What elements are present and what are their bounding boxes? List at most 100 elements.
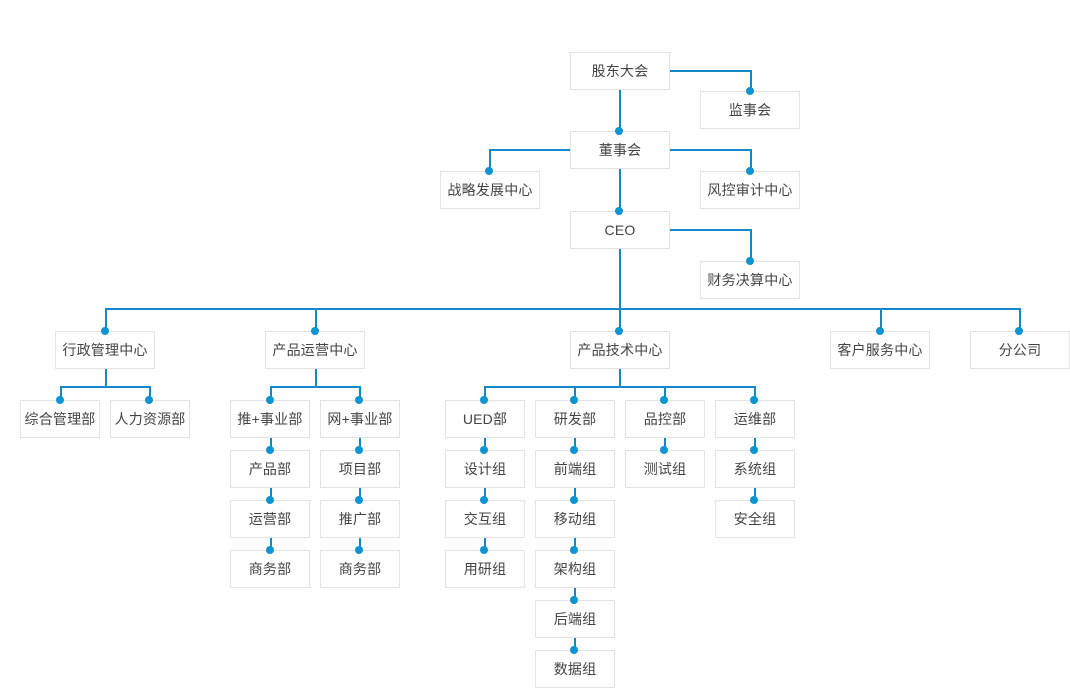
connector-line (484, 438, 486, 450)
connector-line (60, 386, 151, 388)
org-node-system-group[interactable]: 系统组 (715, 450, 795, 488)
org-node-biz-dept-2[interactable]: 商务部 (320, 550, 400, 588)
org-node-rnd[interactable]: 研发部 (535, 400, 615, 438)
connector-dot (266, 446, 274, 454)
org-node-finance[interactable]: 财务决算中心 (700, 261, 800, 299)
connector-line (574, 588, 576, 600)
org-node-design-group[interactable]: 设计组 (445, 450, 525, 488)
connector-dot (485, 167, 493, 175)
org-node-tui-biz[interactable]: 推+事业部 (230, 400, 310, 438)
org-node-test-group[interactable]: 测试组 (625, 450, 705, 488)
org-node-project-dept[interactable]: 项目部 (320, 450, 400, 488)
org-node-security-group[interactable]: 安全组 (715, 500, 795, 538)
connector-line (105, 308, 107, 331)
connector-line (574, 538, 576, 550)
org-node-riskaudit[interactable]: 风控审计中心 (700, 171, 800, 209)
connector-line (574, 638, 576, 650)
connector-line (359, 538, 361, 550)
connector-line (270, 488, 272, 500)
connector-dot (750, 396, 758, 404)
connector-line (619, 308, 621, 331)
org-node-promo-dept[interactable]: 推广部 (320, 500, 400, 538)
connector-line (359, 438, 361, 450)
connector-line (619, 369, 621, 387)
org-node-data-group[interactable]: 数据组 (535, 650, 615, 688)
connector-line (670, 149, 752, 151)
org-node-ued[interactable]: UED部 (445, 400, 525, 438)
org-node-wang-biz[interactable]: 网+事业部 (320, 400, 400, 438)
org-node-frontend-group[interactable]: 前端组 (535, 450, 615, 488)
connector-line (60, 386, 62, 400)
connector-dot (570, 496, 578, 504)
connector-dot (570, 546, 578, 554)
connector-line (315, 308, 317, 331)
connector-dot (660, 446, 668, 454)
connector-line (574, 438, 576, 450)
connector-line (670, 229, 752, 231)
org-node-devops[interactable]: 运维部 (715, 400, 795, 438)
org-node-mobile-group[interactable]: 移动组 (535, 500, 615, 538)
connector-dot (750, 496, 758, 504)
connector-dot (746, 87, 754, 95)
org-node-strategy[interactable]: 战略发展中心 (440, 171, 540, 209)
connector-line (489, 149, 491, 171)
connector-line (750, 70, 752, 91)
connector-dot (355, 446, 363, 454)
connector-line (880, 308, 882, 331)
connector-line (489, 149, 571, 151)
connector-line (270, 386, 361, 388)
org-node-ops-dept[interactable]: 运营部 (230, 500, 310, 538)
connector-dot (266, 546, 274, 554)
org-node-ceo[interactable]: CEO (570, 211, 670, 249)
org-node-board[interactable]: 董事会 (570, 131, 670, 169)
connector-line (619, 169, 621, 211)
org-node-branch[interactable]: 分公司 (970, 331, 1070, 369)
org-node-supervisors[interactable]: 监事会 (700, 91, 800, 129)
connector-line (484, 386, 755, 388)
connector-dot (266, 396, 274, 404)
connector-dot (355, 496, 363, 504)
org-node-prodtech[interactable]: 产品技术中心 (570, 331, 670, 369)
org-node-general-mgmt[interactable]: 综合管理部 (20, 400, 100, 438)
connector-line (270, 438, 272, 450)
connector-line (270, 386, 272, 400)
connector-line (149, 386, 151, 400)
connector-dot (311, 327, 319, 335)
org-node-research-group[interactable]: 用研组 (445, 550, 525, 588)
connector-dot (56, 396, 64, 404)
org-node-qc[interactable]: 品控部 (625, 400, 705, 438)
org-node-prodops[interactable]: 产品运营中心 (265, 331, 365, 369)
org-node-shareholders[interactable]: 股东大会 (570, 52, 670, 90)
connector-dot (750, 446, 758, 454)
connector-line (670, 70, 752, 72)
connector-line (574, 488, 576, 500)
connector-dot (615, 327, 623, 335)
connector-dot (1015, 327, 1023, 335)
connector-line (105, 369, 107, 387)
connector-dot (480, 396, 488, 404)
org-node-hr[interactable]: 人力资源部 (110, 400, 190, 438)
org-node-backend-group[interactable]: 后端组 (535, 600, 615, 638)
org-node-custservice[interactable]: 客户服务中心 (830, 331, 930, 369)
connector-line (619, 249, 621, 309)
connector-dot (355, 546, 363, 554)
connector-dot (570, 596, 578, 604)
connector-dot (480, 496, 488, 504)
connector-dot (266, 496, 274, 504)
org-node-product-dept[interactable]: 产品部 (230, 450, 310, 488)
org-node-admin[interactable]: 行政管理中心 (55, 331, 155, 369)
connector-dot (746, 167, 754, 175)
connector-dot (480, 546, 488, 554)
connector-line (754, 488, 756, 500)
org-node-biz-dept-1[interactable]: 商务部 (230, 550, 310, 588)
connector-line (484, 386, 486, 400)
connector-line (750, 149, 752, 171)
org-node-interact-group[interactable]: 交互组 (445, 500, 525, 538)
connector-line (484, 538, 486, 550)
org-node-arch-group[interactable]: 架构组 (535, 550, 615, 588)
connector-line (664, 386, 666, 400)
connector-line (359, 386, 361, 400)
connector-dot (101, 327, 109, 335)
connector-line (105, 308, 1020, 310)
